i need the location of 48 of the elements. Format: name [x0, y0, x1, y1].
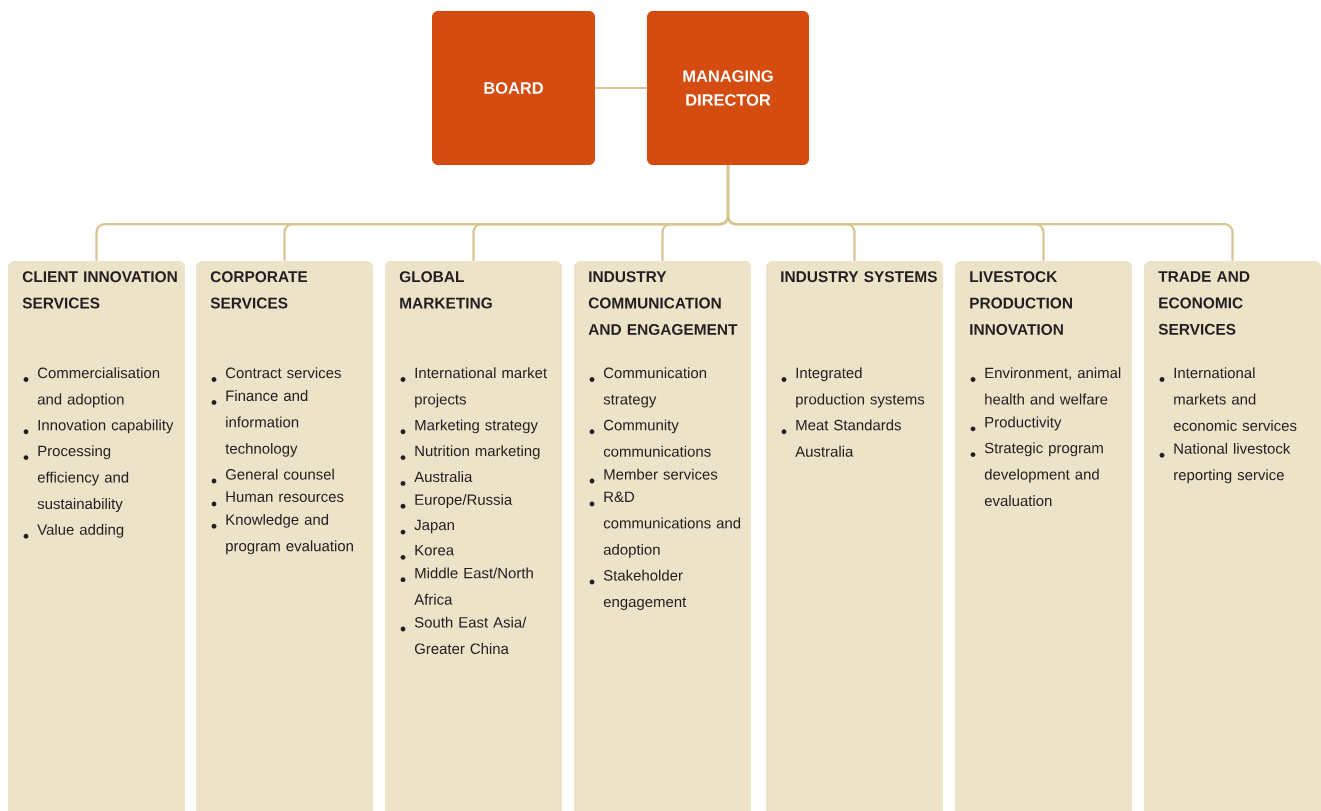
- bullet-item: National livestock reporting service: [1159, 442, 1291, 484]
- department-heading: GLOBAL MARKETING: [399, 271, 492, 309]
- bullet-item: Value adding: [23, 523, 124, 539]
- bullet-item: Environment, animal health and welfare: [970, 367, 1121, 405]
- bullet-item: Productivity: [970, 416, 1062, 432]
- bullet-item: Contract services: [211, 367, 341, 382]
- connector-line: [595, 86, 647, 90]
- bullet-item: Commercialisation and adoption: [23, 367, 160, 408]
- bullet-item: Marketing strategy: [400, 419, 538, 435]
- bullet-item: Finance and information technology: [211, 390, 308, 457]
- title-box: BOARD: [432, 11, 595, 165]
- bullet-item: Europe/Russia: [400, 493, 513, 509]
- bullet-item: Communication strategy: [589, 367, 707, 408]
- bullet-item: Community communications: [589, 419, 711, 457]
- department-heading: CORPORATE SERVICES: [210, 271, 308, 309]
- department-box: [1144, 261, 1321, 811]
- department-heading: INDUSTRY SYSTEMS: [781, 271, 937, 283]
- bullet-item: Human resources: [211, 491, 344, 507]
- department-heading: CLIENT INNOVATION SERVICES: [22, 271, 177, 309]
- department-heading: INDUSTRY COMMUNICATION AND ENGAGEMENT: [588, 271, 738, 335]
- department-box: [385, 261, 562, 811]
- bullet-item: Knowledge and program evaluation: [211, 513, 353, 555]
- bullet-item: R&D communications and adoption: [589, 491, 741, 558]
- bullet-item: Integrated production systems: [781, 367, 925, 408]
- bullet-item: General counsel: [211, 468, 334, 484]
- department-heading: LIVESTOCK PRODUCTION INNOVATION: [970, 271, 1072, 335]
- department-box: [8, 261, 185, 811]
- department-heading: TRADE AND ECONOMIC SERVICES: [1158, 271, 1250, 335]
- bullet-item: Nutrition marketing: [400, 445, 540, 460]
- bullet-item: South East Asia/ Greater China: [400, 616, 527, 655]
- bullet-item: Meat Standards Australia: [781, 419, 901, 457]
- connector-line: [726, 165, 1234, 261]
- department-box: [955, 261, 1132, 811]
- bullet-item: Processing efficiency and sustainability: [23, 445, 129, 512]
- bullet-item: Strategic program development and evaluation: [970, 442, 1103, 507]
- title-box: MANAGING DIRECTOR: [647, 11, 809, 165]
- bullet-item: Japan: [400, 519, 454, 535]
- bullet-item: Stakeholder engagement: [589, 569, 687, 611]
- department-box: [574, 261, 751, 811]
- bullet-item: Member services: [589, 468, 718, 484]
- department-box: [766, 261, 943, 811]
- bullet-item: Australia: [400, 471, 473, 486]
- department-box: [196, 261, 373, 811]
- bullet-item: Korea: [400, 545, 455, 560]
- bullet-item: International market projects: [400, 367, 547, 408]
- bullet-item: International markets and economic services: [1159, 367, 1297, 431]
- bullet-item: Innovation capability: [23, 419, 174, 435]
- bullet-item: Middle East/North Africa: [400, 567, 533, 605]
